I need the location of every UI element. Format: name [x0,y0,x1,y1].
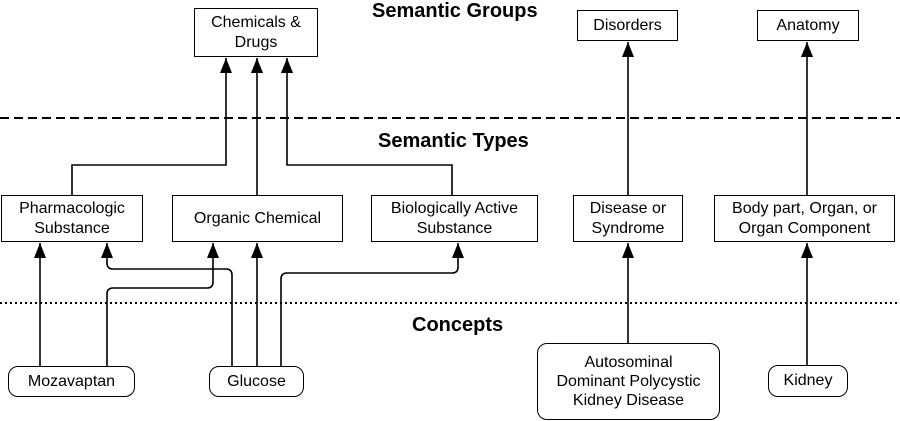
node-mozavaptan: Mozavaptan [8,366,135,397]
edge-mozavaptan-to-organic-chemical [106,243,219,366]
node-anatomy: Anatomy [757,10,859,41]
edge-glucose-to-pharmacologic-substance [101,243,233,366]
node-organic-chemical: Organic Chemical [172,195,343,242]
edge-biologically-active-substance-to-chemicals-drugs [281,58,453,195]
node-kidney: Kidney [768,365,848,397]
semantic-groups-title: Semantic Groups [372,0,538,22]
semantic-types-title: Semantic Types [378,130,529,152]
node-chemicals-drugs: Chemicals &Drugs [194,8,318,57]
node-glucose: Glucose [209,366,304,397]
edge-glucose-to-biologically-active-substance [280,243,464,366]
node-disorders: Disorders [577,10,678,41]
edge-pharmacologic-substance-to-chemicals-drugs [71,58,232,195]
concepts-title: Concepts [412,314,504,336]
